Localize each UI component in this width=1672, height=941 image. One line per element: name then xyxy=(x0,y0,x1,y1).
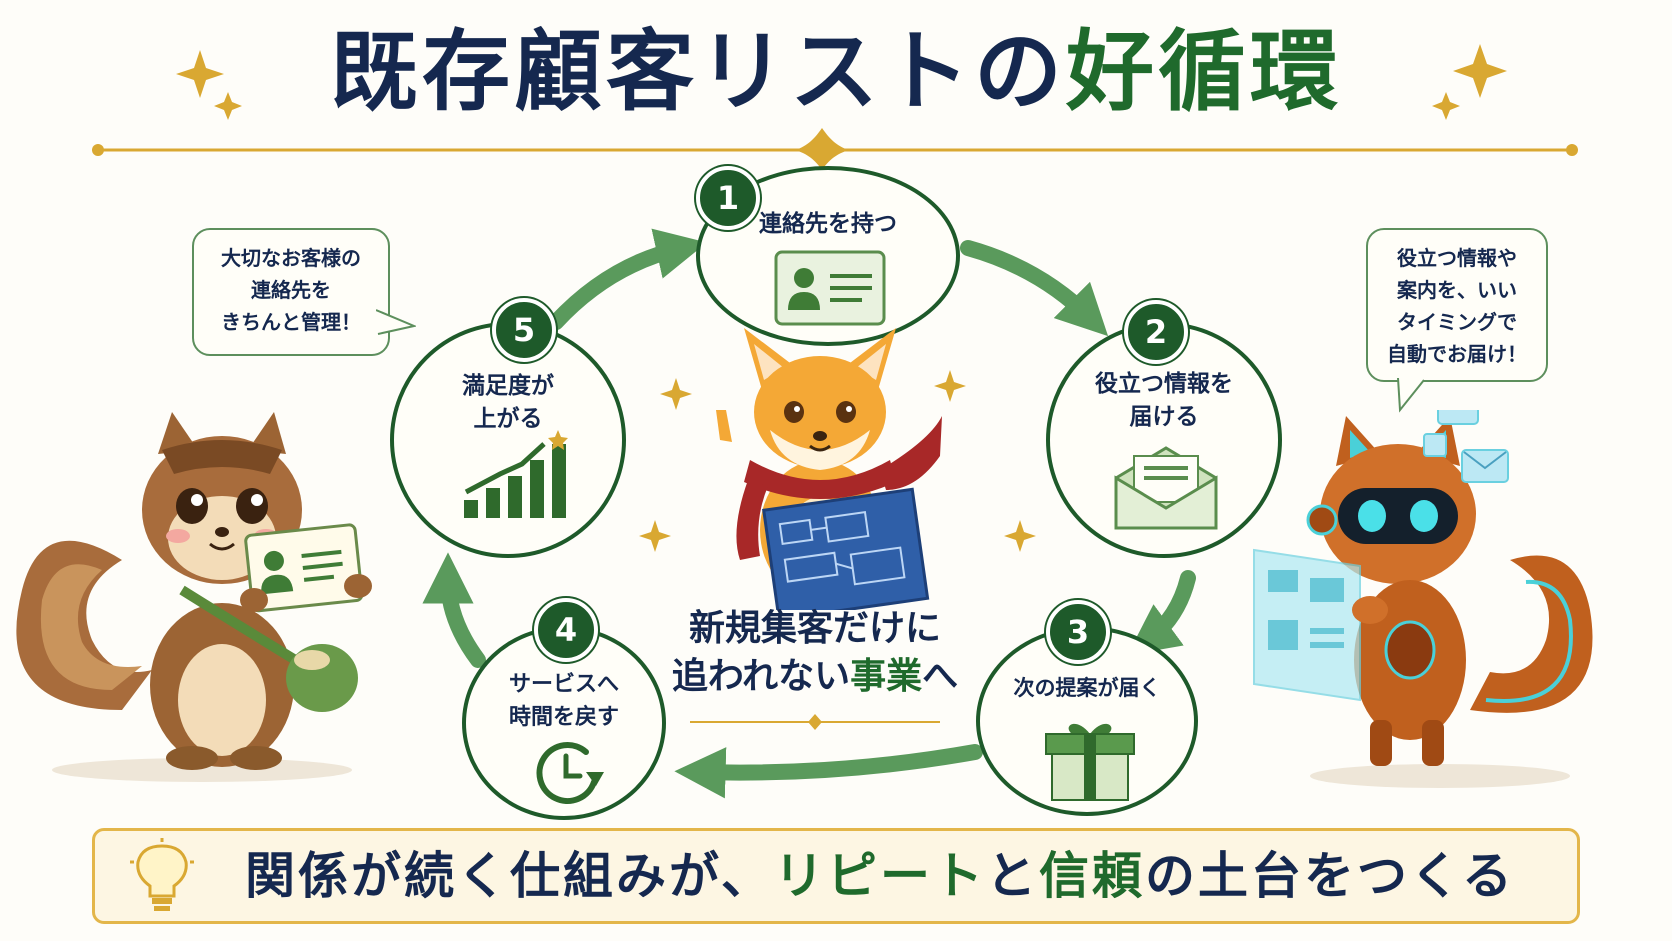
bottom-banner xyxy=(92,828,1580,924)
cycle-step-5: 満足度が 上がる xyxy=(390,322,626,558)
gift-box-icon xyxy=(1045,723,1135,801)
fox-mascot-illustration xyxy=(716,328,942,610)
step-5-badge: 5 xyxy=(492,298,556,362)
step-label: 連絡先を持つ xyxy=(759,211,897,237)
envelope-icon xyxy=(1114,446,1218,530)
lightbulb-icon xyxy=(130,838,194,911)
banner-message: 関係が続く仕組みが、リピートと信頼の土台をつくる xyxy=(245,847,1515,905)
center-message-line-2: 追われない事業へ xyxy=(671,656,959,697)
step-label: 次の提案が届く xyxy=(1013,676,1161,700)
robot-squirrel-illustration xyxy=(1253,410,1593,788)
center-message: 新規集客だけに 追われない事業へ xyxy=(650,605,980,701)
step-4-badge: 4 xyxy=(534,598,598,662)
page-title: 既存顧客リストの好循環 xyxy=(0,22,1672,122)
contact-card-icon xyxy=(774,250,886,326)
step-label: 役立つ情報を 届ける xyxy=(1095,371,1233,430)
title-part-2: 好循環 xyxy=(1066,20,1343,123)
step-3-badge: 3 xyxy=(1046,600,1110,664)
right-bubble-tail xyxy=(1397,378,1425,413)
left-bubble-tail xyxy=(376,309,416,335)
left-speech-bubble: 大切なお客様の 連絡先を きちんと管理！ xyxy=(192,228,390,356)
squirrel-mascot-illustration xyxy=(16,412,372,782)
step-label: サービスへ 時間を戻す xyxy=(508,672,619,730)
title-divider xyxy=(92,128,1578,170)
cycle-arrows xyxy=(422,228,1196,799)
cycle-step-4: サービスへ 時間を戻す xyxy=(462,626,666,820)
clock-icon xyxy=(536,742,604,804)
right-speech-bubble: 役立つ情報や 案内を、いい タイミングで 自動でお届け！ xyxy=(1366,228,1548,382)
center-message-line-1: 新規集客だけに xyxy=(688,608,941,649)
step-2-badge: 2 xyxy=(1124,300,1188,364)
step-1-badge: 1 xyxy=(696,166,760,230)
center-ornament xyxy=(690,714,940,730)
step-label: 満足度が 上がる xyxy=(462,373,554,432)
growth-chart-icon xyxy=(464,430,568,518)
title-part-1: 既存顧客リストの xyxy=(329,20,1066,123)
